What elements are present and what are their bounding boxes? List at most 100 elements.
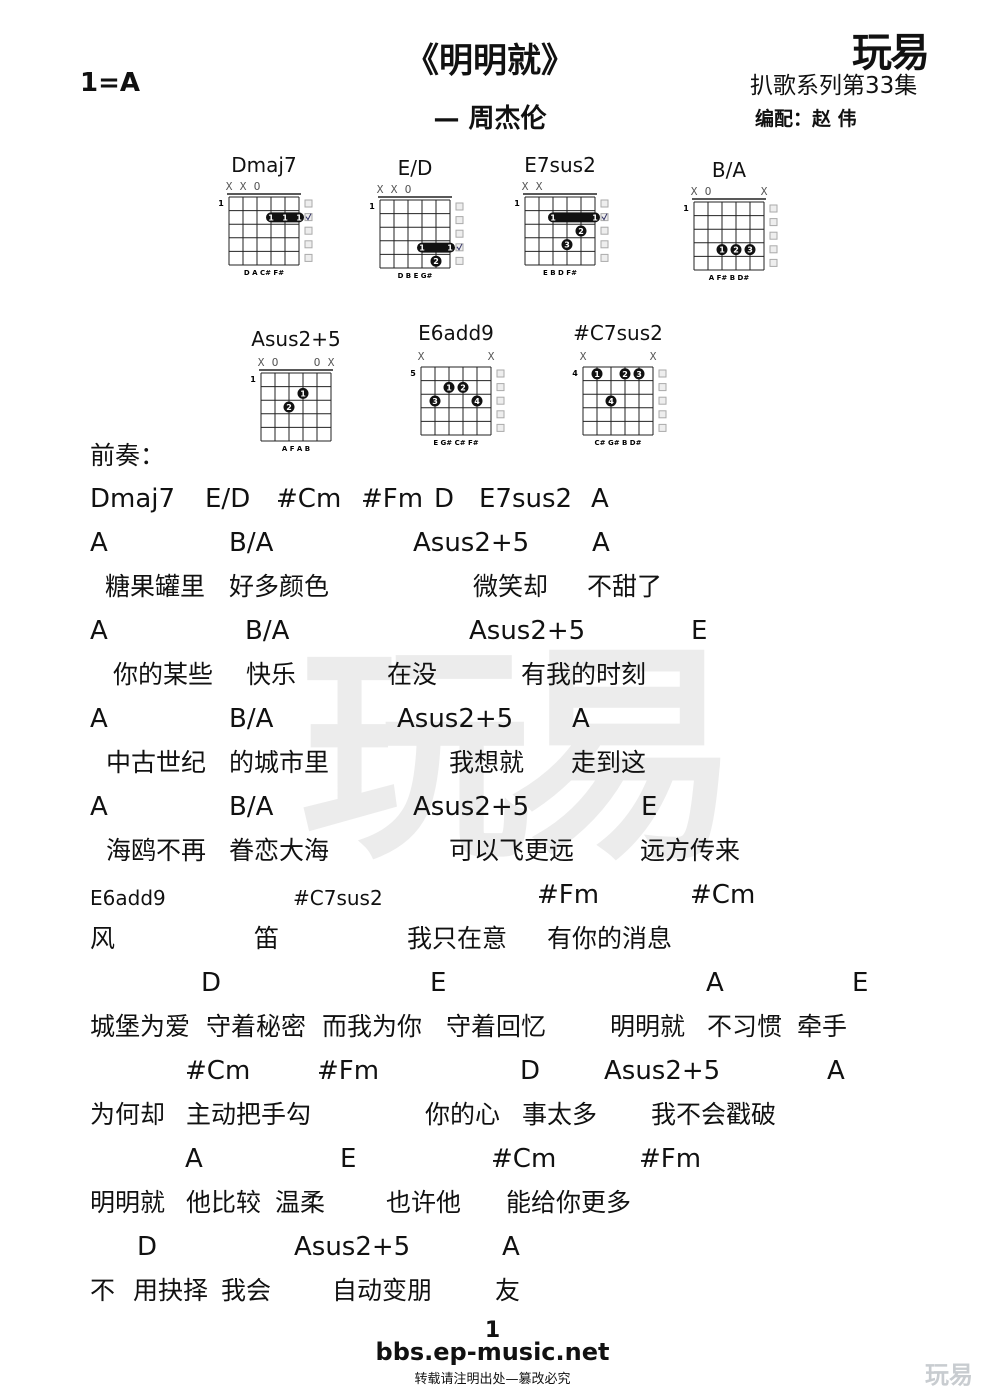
finger-number: 1 [447, 244, 453, 253]
lyric-text: 微笑却 [473, 572, 549, 601]
finger-dot [605, 395, 617, 407]
chord-symbol: B/A [245, 616, 290, 646]
chord-symbol: A [591, 484, 609, 514]
note-names: E G# C# F# [433, 439, 478, 447]
finger-dot [744, 244, 756, 256]
lyric-text: 不甜了 [587, 572, 663, 601]
lyric-text: 用抉择 [133, 1276, 209, 1305]
lyric-text: 守着回忆 [446, 1012, 547, 1041]
finger-number: 1 [719, 246, 725, 255]
chord-symbol: D [137, 1232, 158, 1262]
finger-number: 3 [564, 241, 570, 250]
finger-number: 1 [282, 213, 288, 222]
chord-symbol: E [691, 616, 708, 646]
arranger: 编配：赵 伟 [755, 108, 857, 130]
note-names: C# G# B D# [595, 439, 642, 447]
lyric-text: 能给你更多 [506, 1188, 632, 1217]
chord-name: #C7sus2 [573, 321, 663, 345]
check-icon [456, 243, 463, 251]
finger-number: 1 [268, 213, 274, 222]
finger-dot [575, 225, 587, 237]
finger-number: 3 [432, 397, 438, 406]
chord-symbol: Asus2+5 [469, 616, 586, 646]
chord-symbol: D [520, 1056, 541, 1086]
start-fret: 1 [218, 199, 224, 208]
checkbox-icon [769, 258, 778, 267]
checkbox-icon [769, 245, 778, 254]
lyric-text: 不习惯 [707, 1012, 783, 1041]
chord-symbol: Dmaj7 [90, 484, 176, 514]
copyright-notice: 转载请注明出处—篡改必究 [414, 1372, 571, 1387]
checkbox-icon [496, 423, 505, 432]
chord-symbol: Asus2+5 [604, 1056, 721, 1086]
lyric-text: 眷恋大海 [229, 836, 330, 865]
lyric-text: 他比较 [186, 1188, 262, 1217]
chord-symbol: #Cm [185, 1056, 251, 1086]
lyric-text: 我会 [221, 1276, 272, 1305]
checkbox-icon [496, 410, 505, 419]
checkbox-icon [304, 199, 313, 208]
chord-symbol: A [90, 528, 108, 558]
finger-dot [591, 368, 603, 380]
finger-number: 4 [474, 397, 480, 406]
checkbox-icon [769, 231, 778, 240]
string-markers: X X [417, 350, 502, 363]
lyric-text: 我不会戳破 [651, 1100, 777, 1129]
finger-dot [283, 401, 295, 413]
lyric-text: 我想就 [449, 748, 525, 777]
lyric-text: 不 [90, 1276, 116, 1305]
finger-dot [561, 239, 573, 251]
chord-symbol: E7sus2 [479, 484, 573, 514]
checkbox-icon [658, 369, 667, 378]
finger-number: 2 [460, 383, 466, 392]
checkbox-icon [496, 396, 505, 405]
lyric-text: 风 [90, 924, 116, 953]
barre [417, 242, 455, 253]
start-fret: 5 [410, 369, 416, 378]
chord-name: B/A [711, 158, 747, 182]
chord-symbol: A [90, 616, 108, 646]
checkbox-icon [600, 199, 609, 208]
check-icon [601, 213, 608, 221]
finger-dot [297, 387, 309, 399]
chord-symbol: A [827, 1056, 845, 1086]
checkbox-icon [496, 369, 505, 378]
check-icon [305, 213, 312, 221]
song-title: 《明明就》 [405, 41, 575, 81]
finger-number: 2 [286, 403, 292, 412]
lyric-text: 牵手 [797, 1012, 848, 1041]
lyric-text: 笛 [254, 924, 280, 953]
note-names: E B D F# [543, 269, 577, 277]
chord-symbol: E [641, 792, 658, 822]
chord-symbol: #Fm [361, 484, 424, 514]
checkbox-icon [304, 226, 313, 235]
checkbox-icon [600, 213, 609, 222]
start-fret: 1 [250, 375, 256, 384]
start-fret: 1 [514, 199, 520, 208]
chord-symbol: #Cm [491, 1144, 557, 1174]
lyric-text: 友 [495, 1276, 521, 1305]
chord-symbol: D [434, 484, 455, 514]
checkbox-icon [600, 253, 609, 262]
chord-symbol: B/A [229, 528, 274, 558]
checkbox-icon [769, 218, 778, 227]
chord-symbol: E [430, 968, 447, 998]
checkbox-icon [455, 256, 464, 265]
chord-symbol: #Cm [690, 880, 756, 910]
finger-dot [443, 381, 455, 393]
lyric-text: 的城市里 [229, 748, 330, 777]
finger-number: 1 [419, 244, 425, 253]
lyric-text: 中古世纪 [106, 748, 207, 777]
artist: — 周杰伦 [433, 104, 547, 134]
checkbox-icon [600, 226, 609, 235]
lyric-text: 守着秘密 [206, 1012, 307, 1041]
lyric-text: 糖果罐里 [105, 572, 206, 601]
checkbox-icon [658, 396, 667, 405]
string-markers: XO X [690, 185, 775, 198]
lyric-text: 事太多 [522, 1100, 598, 1129]
finger-number: 3 [747, 246, 753, 255]
checkbox-icon [658, 423, 667, 432]
checkbox-icon [658, 410, 667, 419]
